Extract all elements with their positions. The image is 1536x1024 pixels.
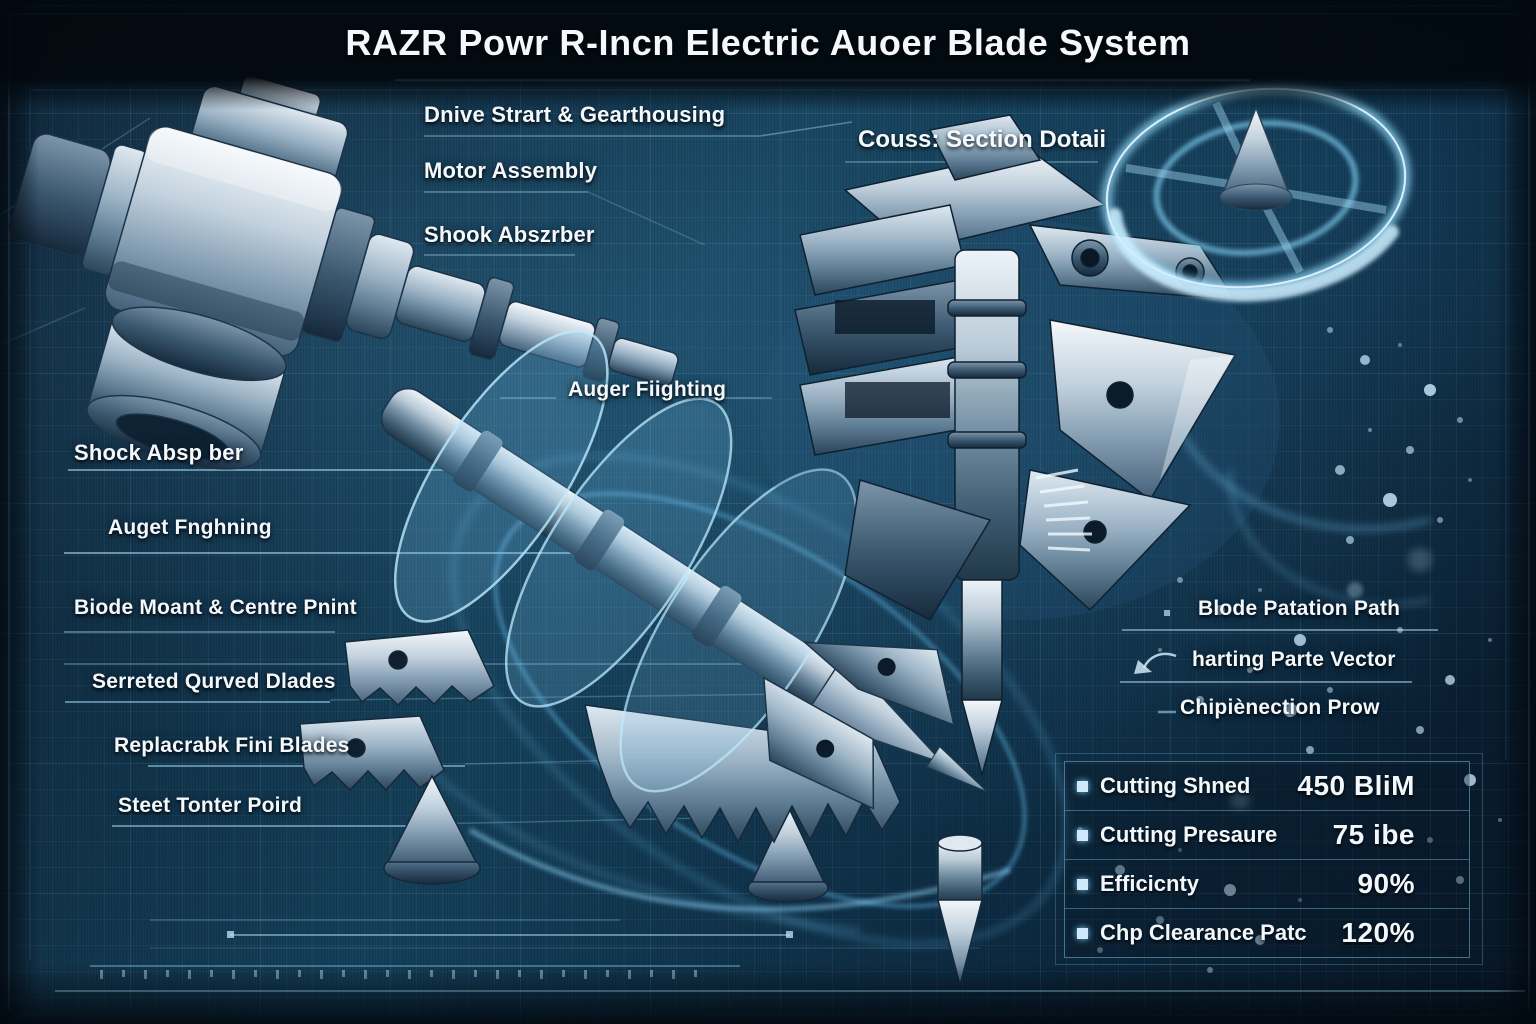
stat-label: Efficicnty [1100, 871, 1200, 896]
stat-bullet-icon [1077, 878, 1088, 890]
stat-bullet-icon [1077, 829, 1088, 841]
callout-auger-flighting-left: Auget Fnghning [108, 516, 272, 539]
callout-chip-ejection: Chipiènection Prow [1180, 696, 1380, 719]
parts-vector-arrow-icon [1134, 652, 1177, 674]
callout-drive-shaft: Dnive Strart & Gearthousing [424, 102, 726, 127]
callout-motor-assembly: Motor Assembly [424, 158, 598, 183]
stat-bullet-icon [1077, 927, 1088, 939]
stat-row-efficiency: Efficicnty 90% [1065, 860, 1469, 909]
ruler-ticks [90, 965, 740, 979]
callout-serrated-blades: Serreted Qurved Dlades [92, 670, 336, 693]
stat-row-cutting-pressure: Cutting Presaure 75 ibe [1065, 811, 1469, 860]
title-bar: RAZR Powr R-Incn Electric Auoer Blade Sy… [0, 22, 1536, 64]
callout-parts-vector: harting Parte Vector [1192, 648, 1396, 671]
section-title: Couss: Section Dotaii [858, 126, 1107, 153]
stat-bullet-icon [1077, 780, 1088, 792]
callout-blade-mount: Biode Moant & Centre Pnint [74, 596, 357, 619]
stats-panel: Cutting Shned 450 BliM Cutting Presaure … [1055, 753, 1483, 965]
callout-rotation-path: Blode Patation Path [1198, 597, 1401, 620]
stat-value: 450 BliM [1297, 770, 1415, 801]
stat-value: 75 ibe [1332, 819, 1415, 850]
stat-value: 90% [1357, 868, 1415, 899]
stat-label: Chp Clearance Patc [1100, 920, 1307, 945]
callout-shock-absorber-left: Shock Absp ber [74, 440, 244, 465]
callout-auger-flighting: Auger Fiighting [568, 378, 727, 401]
stat-value: 120% [1341, 917, 1415, 948]
callout-center-point: Steet Tonter Poird [118, 794, 303, 817]
callout-shock-absorber-top: Shook Abszrber [424, 222, 595, 247]
stat-row-cutting-speed: Cutting Shned 450 BliM [1065, 762, 1469, 811]
page-title: RAZR Powr R-Incn Electric Auoer Blade Sy… [345, 22, 1191, 63]
stat-row-chip-clearance: Chp Clearance Patc 120% [1065, 909, 1469, 957]
stat-label: Cutting Presaure [1100, 822, 1278, 847]
callout-replaceable-blades: Replacrabk Fini Blades [114, 734, 350, 757]
stat-label: Cutting Shned [1100, 773, 1251, 798]
